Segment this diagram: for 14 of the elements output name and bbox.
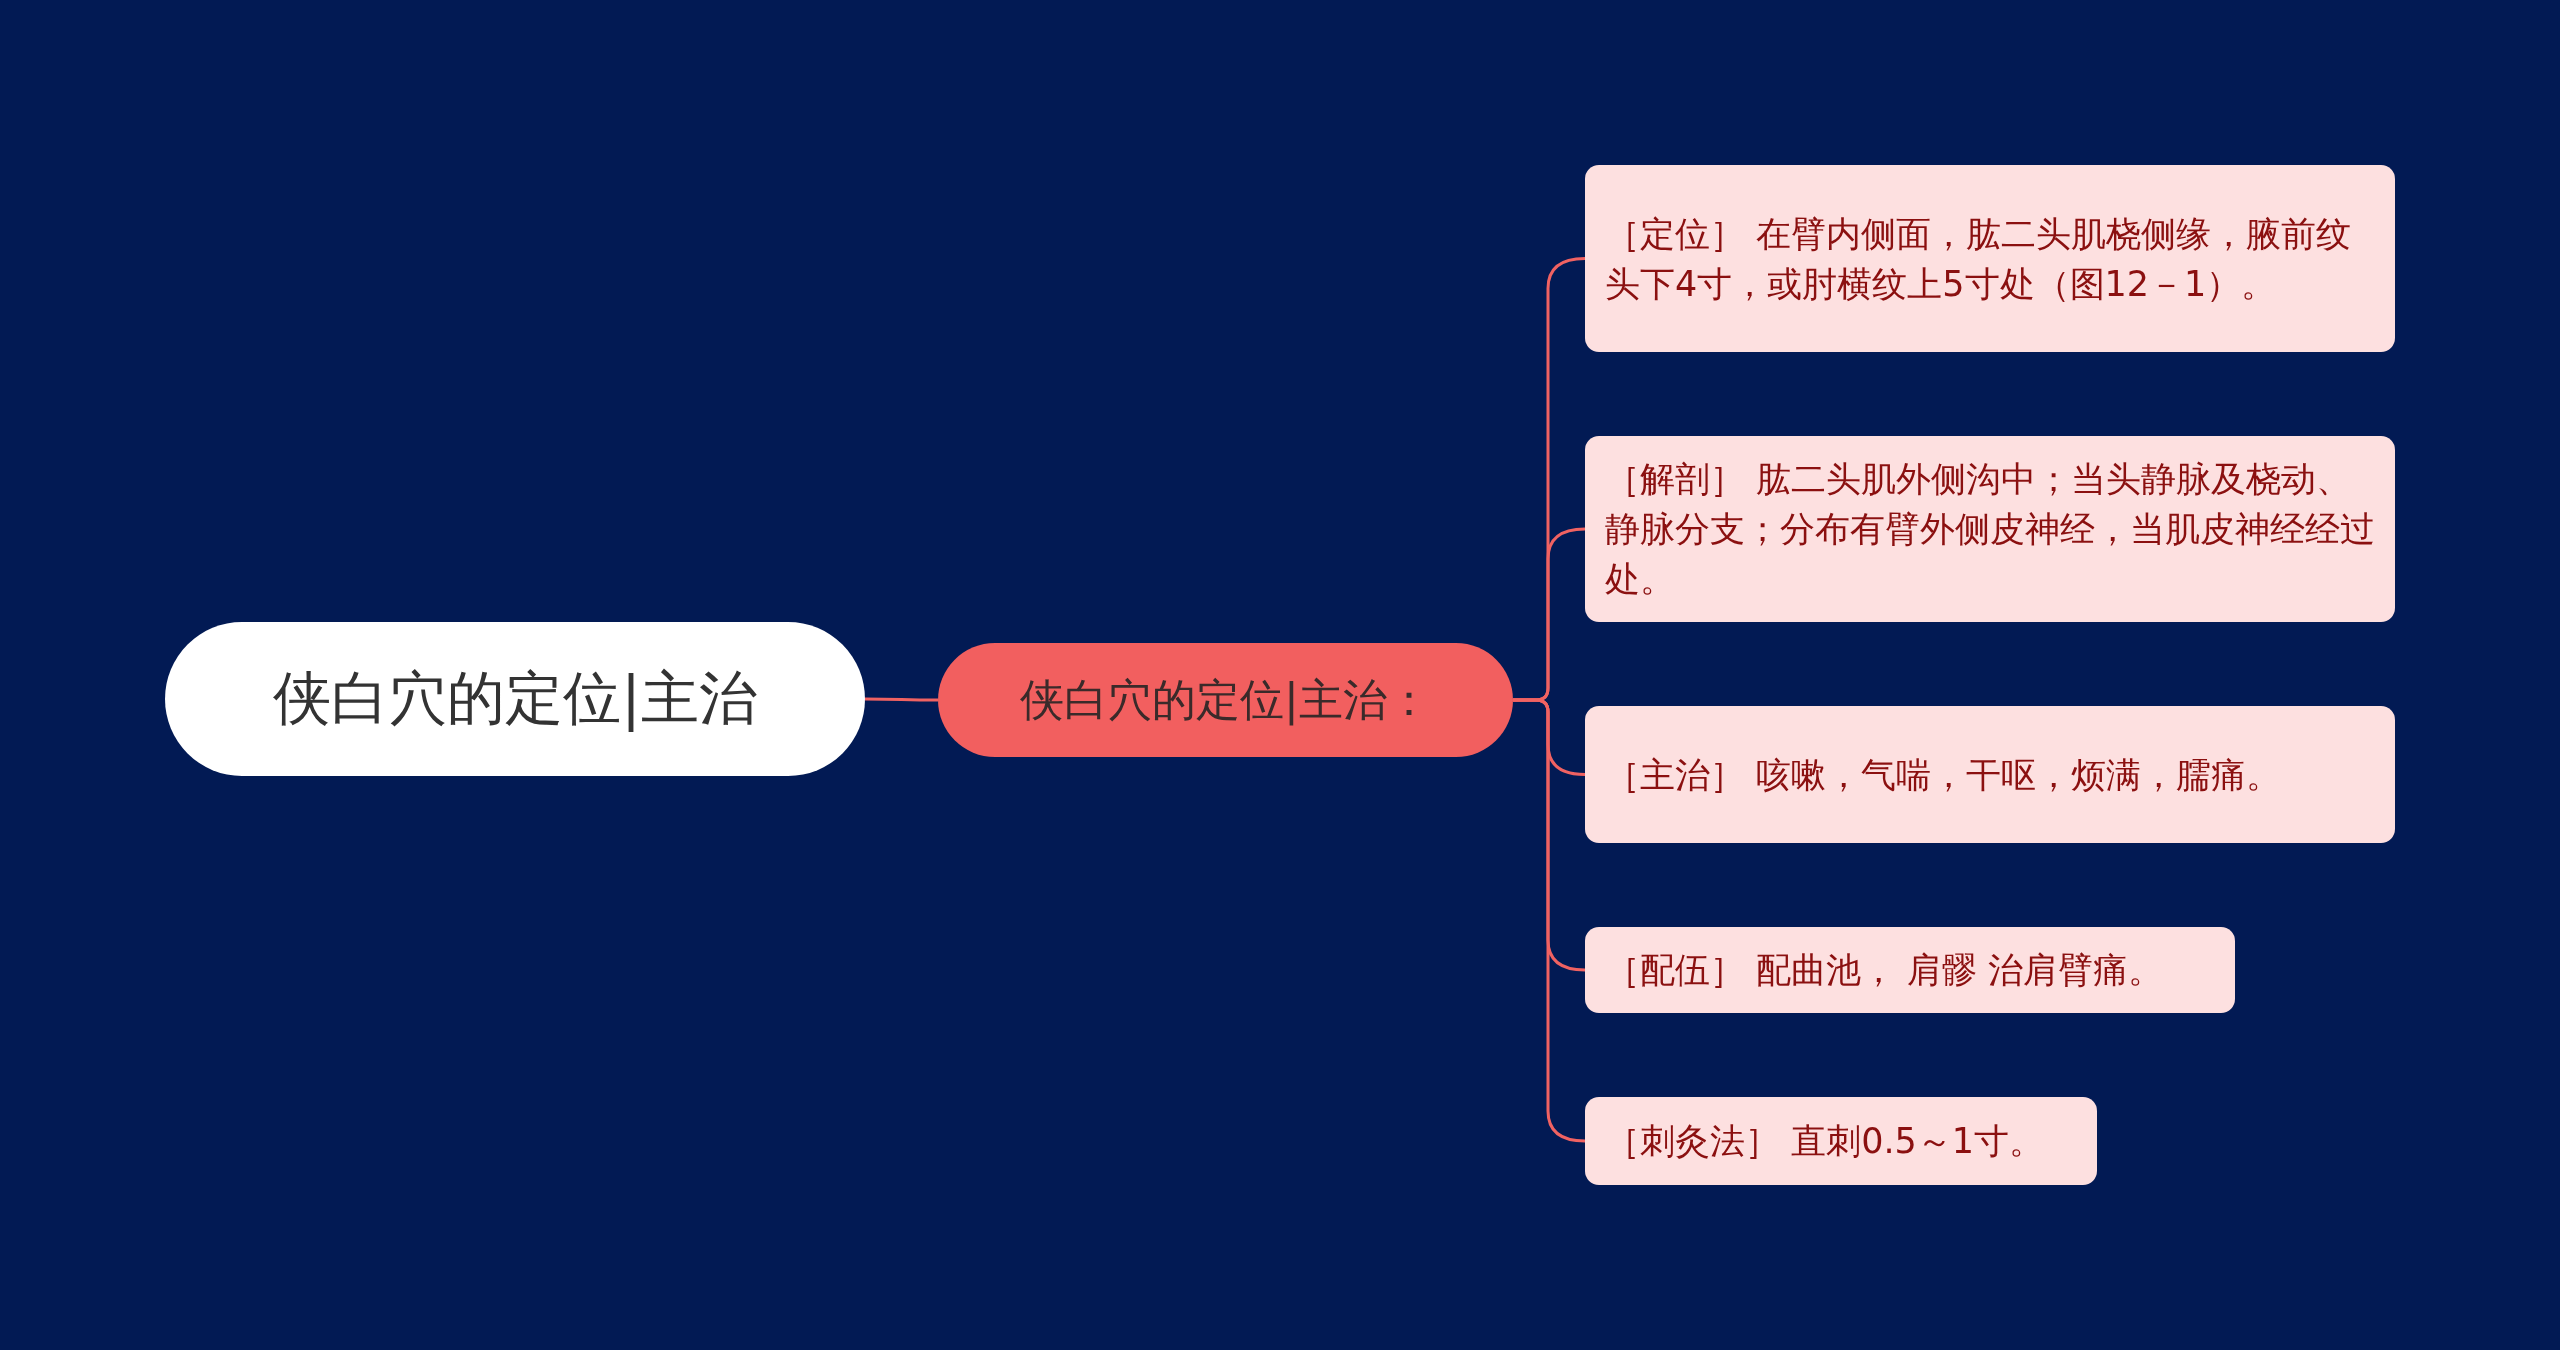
detail-text: ［主治］ 咳嗽，气喘，干呕，烦满，臑痛。	[1605, 753, 2282, 797]
detail-text: ［刺灸法］ 直刺0.5～1寸。	[1605, 1120, 2045, 1163]
subtopic-text: 侠白穴的定位|主治：	[1020, 672, 1431, 728]
detail-box	[1585, 436, 2395, 622]
detail-box	[1585, 927, 2235, 1013]
detail-text: ［解剖］ 肱二头肌外侧沟中；当头静脉及桡动、静脉分支；分布有臂外侧皮神经，当肌皮神经经过处。	[1605, 458, 2375, 601]
detail-text: ［定位］ 在臂内侧面，肱二头肌桡侧缘，腋前纹头下4寸，或肘横纹上5寸处（图12－1）。	[1605, 212, 2353, 306]
detail-box	[1585, 1097, 2097, 1185]
connector-line	[1513, 698, 1586, 1143]
topic-text: 侠白穴的定位|主治	[273, 663, 757, 734]
detail-box	[1585, 706, 2395, 843]
detail-text: ［配伍］ 配曲池， 肩髎 治肩臂痛。	[1605, 949, 2164, 992]
connector-line	[865, 697, 938, 702]
detail-box	[1585, 165, 2395, 352]
